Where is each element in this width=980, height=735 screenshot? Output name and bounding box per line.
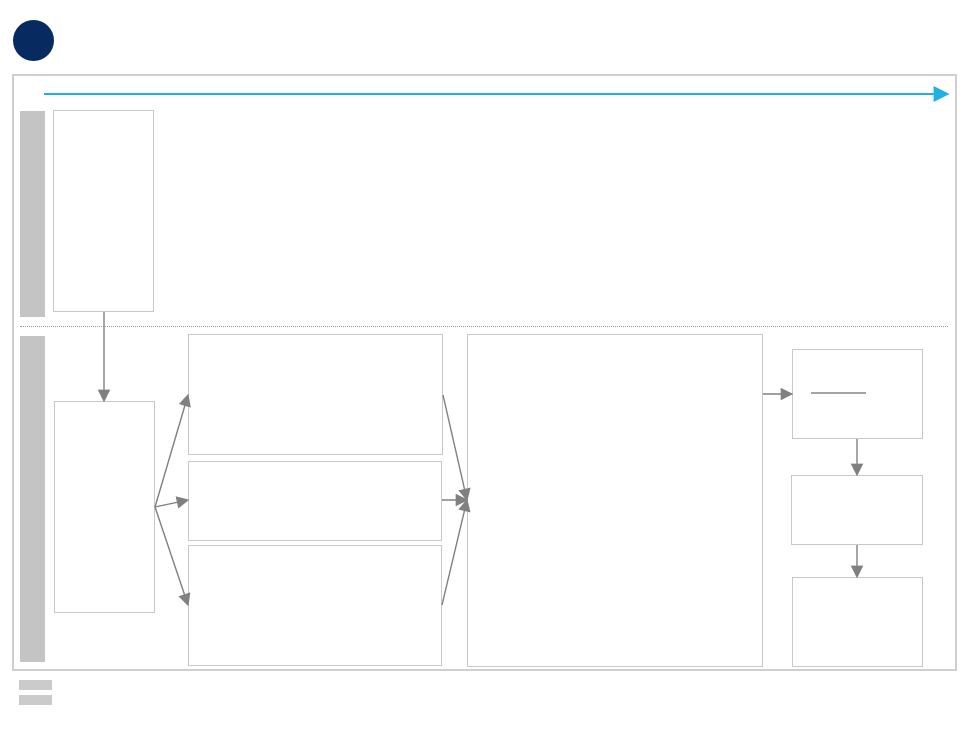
lane-divider	[20, 326, 948, 327]
branch-box-1	[188, 334, 443, 455]
branch-box-2	[188, 461, 442, 541]
top-lane-box	[53, 110, 154, 312]
output-box-1	[792, 349, 923, 439]
branch-box-3	[188, 545, 442, 666]
output-box-2	[791, 475, 923, 545]
lane-bar-top	[20, 111, 45, 317]
lane-bar-bottom	[20, 336, 45, 662]
source-box	[54, 401, 155, 613]
merge-box	[467, 334, 763, 667]
output-box-3	[792, 577, 923, 667]
circle-badge-icon	[13, 20, 54, 61]
diagram-frame	[12, 74, 957, 671]
legend-swatch-2	[19, 695, 52, 705]
legend-swatch-1	[19, 680, 52, 690]
